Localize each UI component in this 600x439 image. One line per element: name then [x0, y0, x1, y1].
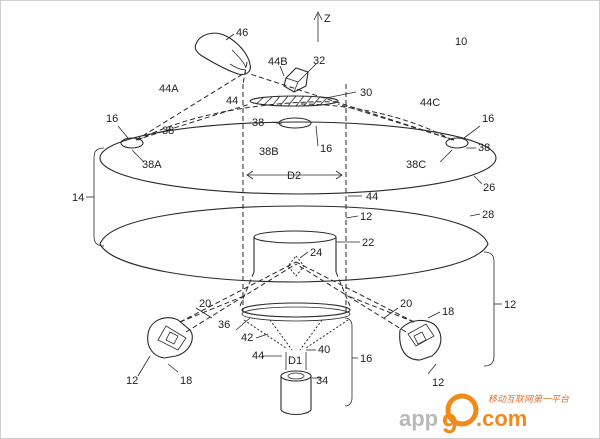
label-38B: 38B	[259, 146, 279, 158]
label-38-right: 38	[478, 142, 490, 154]
label-44-low: 44	[252, 350, 264, 362]
label-18-left: 18	[180, 375, 192, 387]
label-26: 26	[483, 182, 495, 194]
watermark-com-text: .com	[476, 406, 527, 431]
projector-left-18	[147, 317, 193, 359]
label-12-bottom: 12	[432, 377, 444, 389]
leader-lines	[117, 33, 483, 379]
label-18-right: 18	[442, 306, 454, 318]
lens-38C	[445, 137, 469, 149]
sensor-34	[280, 370, 312, 416]
bracket-14	[86, 147, 105, 247]
disk-26	[99, 121, 497, 195]
label-42: 42	[241, 332, 253, 344]
disk-28	[99, 205, 489, 283]
label-12-right: 12	[504, 299, 516, 311]
label-34: 34	[316, 375, 328, 387]
bracket-16-low	[344, 317, 358, 407]
cone-36	[239, 271, 351, 307]
label-10: 10	[455, 36, 467, 48]
label-12-left: 12	[126, 375, 138, 387]
label-44-mid: 44	[366, 191, 378, 203]
lens-38A	[120, 137, 144, 149]
funnel-44	[243, 319, 349, 370]
label-20-right: 20	[400, 298, 412, 310]
watermark-app-text: app	[399, 406, 438, 431]
cylinder-22	[253, 230, 337, 272]
label-38-mid: 38	[252, 117, 264, 129]
label-22: 22	[362, 237, 374, 249]
watermark-nine-text: 9	[442, 408, 458, 439]
z-axis	[313, 11, 323, 42]
lens-38B	[278, 117, 312, 129]
label-30: 30	[360, 87, 372, 99]
cube-32	[283, 67, 309, 93]
label-20-left: 20	[199, 298, 211, 310]
label-14: 14	[72, 192, 84, 204]
finger-46	[194, 32, 251, 76]
watermark-nine-ring	[445, 393, 479, 427]
label-38A: 38A	[142, 159, 162, 171]
label-44A: 44A	[159, 83, 179, 95]
label-44C: 44C	[420, 97, 440, 109]
label-16-low: 16	[360, 353, 372, 365]
label-38-left: 38	[162, 125, 174, 137]
label-D1: D1	[288, 355, 302, 367]
projector-beams-20	[179, 261, 415, 333]
beams-44A-44C	[135, 71, 455, 141]
label-12-top: 12	[360, 211, 372, 223]
label-24: 24	[310, 247, 322, 259]
column-d2	[242, 61, 347, 312]
label-40: 40	[318, 344, 330, 356]
label-16-center: 16	[320, 143, 332, 155]
label-38C: 38C	[406, 159, 426, 171]
diamond-24	[287, 255, 305, 277]
watermark-cn-text: 移动互联网第一平台	[488, 394, 570, 405]
label-16-right: 16	[482, 113, 494, 125]
label-28: 28	[482, 209, 494, 221]
projector-right-18	[399, 319, 442, 361]
label-44-top: 44	[226, 95, 238, 107]
lens-42	[241, 302, 351, 322]
label-46: 46	[236, 27, 248, 39]
label-D2: D2	[287, 170, 301, 182]
watermark-app9: app 9 .com 移动互联网第一平台	[399, 393, 570, 439]
label-36: 36	[218, 319, 230, 331]
label-32: 32	[313, 55, 325, 67]
label-16-left: 16	[106, 113, 118, 125]
bracket-12-right	[483, 251, 502, 367]
dimension-d2	[246, 170, 343, 180]
label-44B: 44B	[268, 56, 288, 68]
axis-z-label: Z	[324, 13, 331, 25]
